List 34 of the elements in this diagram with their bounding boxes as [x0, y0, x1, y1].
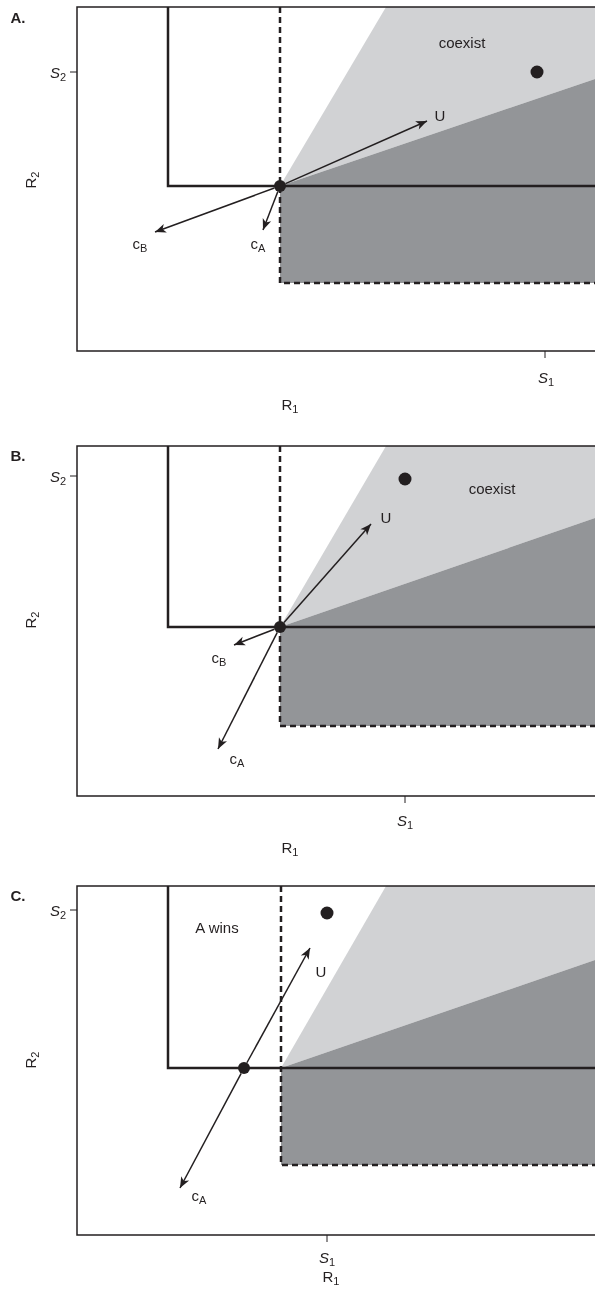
- vector-label: c$_{A}$: [191, 1188, 207, 1206]
- arrow: [284, 120, 428, 185]
- region-label: A wins: [195, 919, 239, 935]
- axis-tick-label: S$_{2}$: [49, 903, 67, 921]
- axis-tick-label: S$_{2}$: [49, 65, 67, 83]
- vector-label: U: [315, 963, 327, 979]
- axis-title: R$_{1}$: [322, 1269, 340, 1287]
- equilibrium-point: [238, 1062, 250, 1074]
- arrow: [179, 1072, 242, 1189]
- panel-label: C.: [10, 887, 26, 903]
- vector-label: c$_{A}$: [250, 236, 266, 254]
- equilibrium-point: [274, 180, 286, 192]
- arrow: [217, 631, 279, 750]
- panel-label: A.: [10, 9, 26, 25]
- vector-label: U: [380, 509, 392, 525]
- vector-label: c$_{B}$: [132, 236, 148, 254]
- arrow: [283, 523, 372, 624]
- axis-tick-label: S$_{1}$: [396, 813, 414, 831]
- vector-label: c$_{B}$: [211, 650, 227, 668]
- axis-tick-label: S$_{1}$: [318, 1250, 336, 1268]
- axis-tick-label: S$_{2}$: [49, 469, 67, 487]
- arrow: [262, 190, 279, 231]
- vector-label: U: [434, 107, 446, 123]
- arrow: [233, 628, 276, 646]
- vector-label: c$_{A}$: [229, 751, 245, 769]
- arrow: [154, 187, 276, 233]
- arrow: [246, 947, 311, 1064]
- axis-title: R$_{1}$: [281, 840, 299, 858]
- axis-tick-label: S$_{1}$: [537, 370, 555, 388]
- axis-title: R$_{1}$: [281, 397, 299, 415]
- panel-label: B.: [10, 447, 26, 463]
- region-label: coexist: [438, 34, 486, 50]
- region-label: coexist: [468, 480, 516, 496]
- equilibrium-point: [274, 621, 286, 633]
